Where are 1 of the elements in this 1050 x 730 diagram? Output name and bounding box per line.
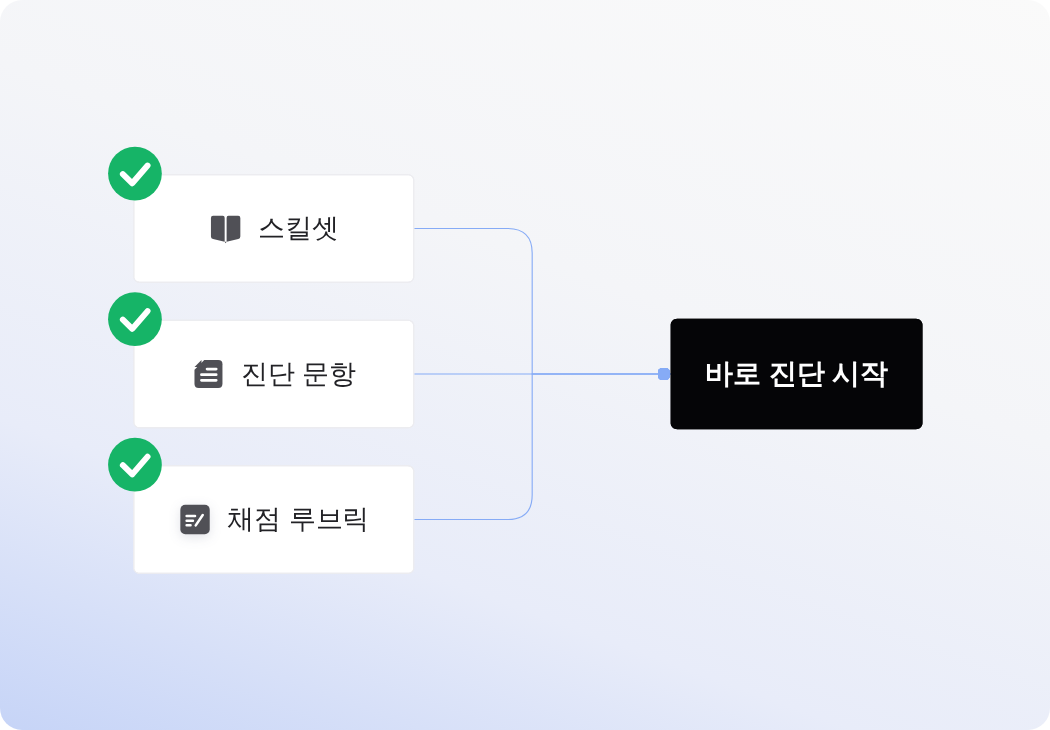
connector	[413, 367, 672, 521]
